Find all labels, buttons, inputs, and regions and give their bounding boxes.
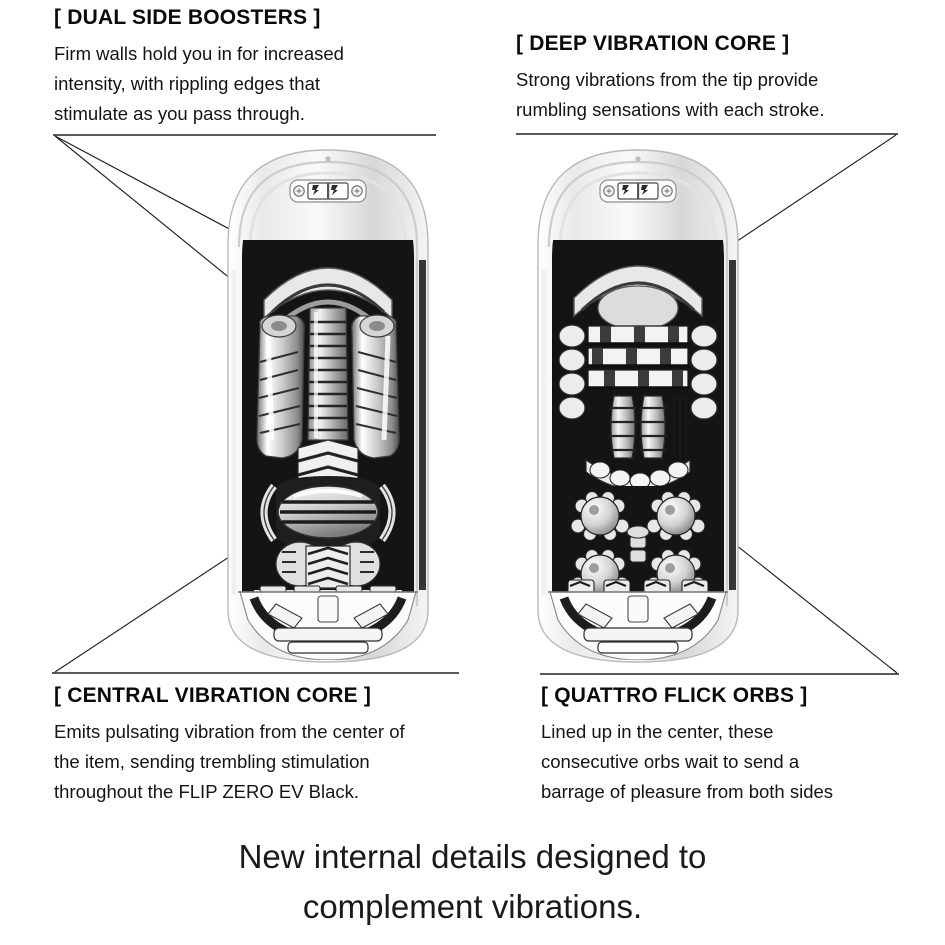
side-booster-right	[351, 314, 400, 459]
callout-heading-central-vibration-core: [ CENTRAL VIBRATION CORE ]	[54, 684, 372, 707]
control-plate-icon	[289, 179, 367, 203]
callout-heading-quattro-flick-orbs: [ QUATTRO FLICK ORBS ]	[541, 684, 808, 707]
flick-orb-2	[646, 490, 706, 542]
central-ribbed-column	[307, 307, 349, 441]
deep-vibration-core	[586, 325, 690, 390]
callout-line: Firm walls hold you in for increased	[54, 43, 344, 65]
callout-line: rumbling sensations with each stroke.	[516, 99, 825, 121]
callout-heading-deep-vibration-core: [ DEEP VIBRATION CORE ]	[516, 32, 790, 55]
callout-body-central-vibration-core: Emits pulsating vibration from the cente…	[54, 717, 494, 807]
callout-line: Emits pulsating vibration from the cente…	[54, 721, 405, 743]
callout-line: Strong vibrations from the tip provide	[516, 69, 819, 91]
callout-line: barrage of pleasure from both sides	[541, 781, 834, 803]
callout-quattro-flick-orbs: [ QUATTRO FLICK ORBS ] Lined up in the c…	[541, 684, 941, 807]
petal-bowl	[585, 458, 691, 491]
callout-line: Lined up in the center, these	[541, 721, 774, 743]
callout-deep-vibration-core: [ DEEP VIBRATION CORE ] Strong vibration…	[516, 32, 936, 125]
callout-body-dual-side-boosters: Firm walls hold you in for increased int…	[54, 39, 484, 129]
bottom-texture-band	[254, 585, 402, 592]
device-internal-structure-right	[552, 240, 724, 592]
headline-line: New internal details designed to	[238, 838, 707, 875]
side-bead-columns	[558, 324, 718, 420]
lower-texture-cluster	[275, 541, 381, 589]
bottom-chevron-band	[567, 579, 709, 592]
side-booster-left	[256, 314, 305, 459]
callout-body-quattro-flick-orbs: Lined up in the center, these consecutiv…	[541, 717, 941, 807]
callout-dual-side-boosters: [ DUAL SIDE BOOSTERS ] Firm walls hold y…	[54, 6, 484, 129]
callout-line: consecutive orbs wait to send a	[541, 751, 800, 773]
callout-central-vibration-core: [ CENTRAL VIBRATION CORE ] Emits pulsati…	[54, 684, 494, 807]
closing-headline: New internal details designed to complem…	[0, 832, 945, 932]
central-bobbin-pair	[609, 395, 688, 459]
headline-line: complement vibrations.	[302, 888, 643, 926]
control-plate-icon	[599, 179, 677, 203]
callout-heading-dual-side-boosters: [ DUAL SIDE BOOSTERS ]	[54, 6, 321, 29]
callout-line: throughout the FLIP ZERO EV Black.	[54, 781, 360, 803]
orb-center-spine	[626, 525, 650, 563]
flick-orb-1	[570, 490, 630, 542]
callout-line: stimulate as you pass through.	[54, 103, 305, 125]
callout-line: the item, sending trembling stimulation	[54, 751, 370, 773]
device-bottom-opening	[548, 591, 728, 660]
callout-body-deep-vibration-core: Strong vibrations from the tip provide r…	[516, 65, 936, 125]
callout-line: intensity, with rippling edges that	[54, 73, 321, 95]
device-illustration-left	[227, 149, 429, 663]
central-vibration-core	[260, 476, 396, 550]
device-internal-structure-left	[242, 240, 414, 592]
device-illustration-right	[537, 149, 739, 663]
